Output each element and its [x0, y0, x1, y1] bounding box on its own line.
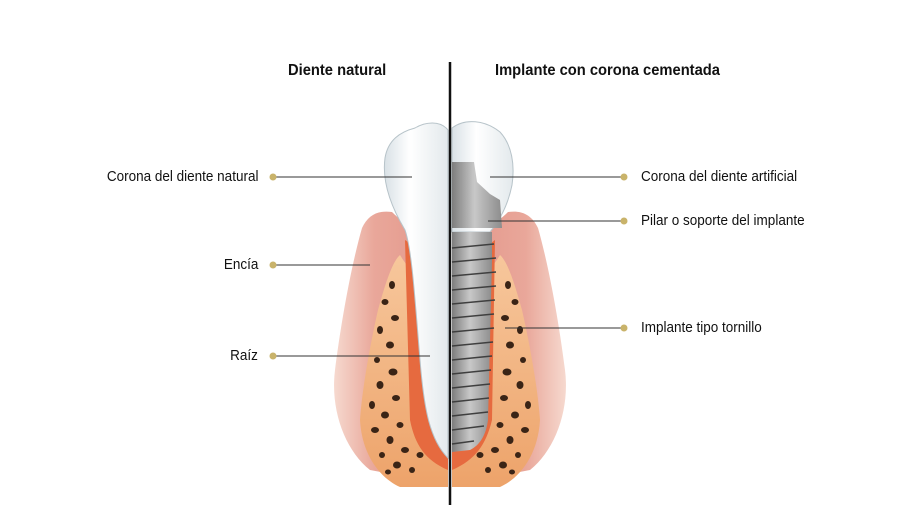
dot-gum [269, 261, 277, 269]
bone-pores-left [369, 281, 424, 475]
leader-lines [273, 176, 623, 357]
bone-pores-right [476, 281, 531, 475]
dot-abutment [620, 217, 628, 225]
dot-natural-crown [269, 173, 277, 181]
dot-root [269, 352, 277, 360]
label-screw-implant: Implante tipo tornillo [641, 319, 762, 336]
dot-screw [620, 324, 628, 332]
label-dots [269, 173, 628, 360]
label-natural-crown: Corona del diente natural [106, 168, 258, 185]
natural-tooth [383, 122, 449, 460]
label-abutment: Pilar o soporte del implante [641, 212, 805, 229]
label-gum: Encía [223, 256, 258, 273]
dot-artificial-crown [620, 173, 628, 181]
header-natural-tooth: Diente natural [288, 62, 387, 79]
label-root: Raíz [230, 347, 258, 364]
label-artificial-crown: Corona del diente artificial [641, 168, 798, 185]
implant-threads [451, 243, 497, 445]
abutment [452, 162, 502, 228]
header-implant: Implante con corona cementada [495, 62, 720, 79]
